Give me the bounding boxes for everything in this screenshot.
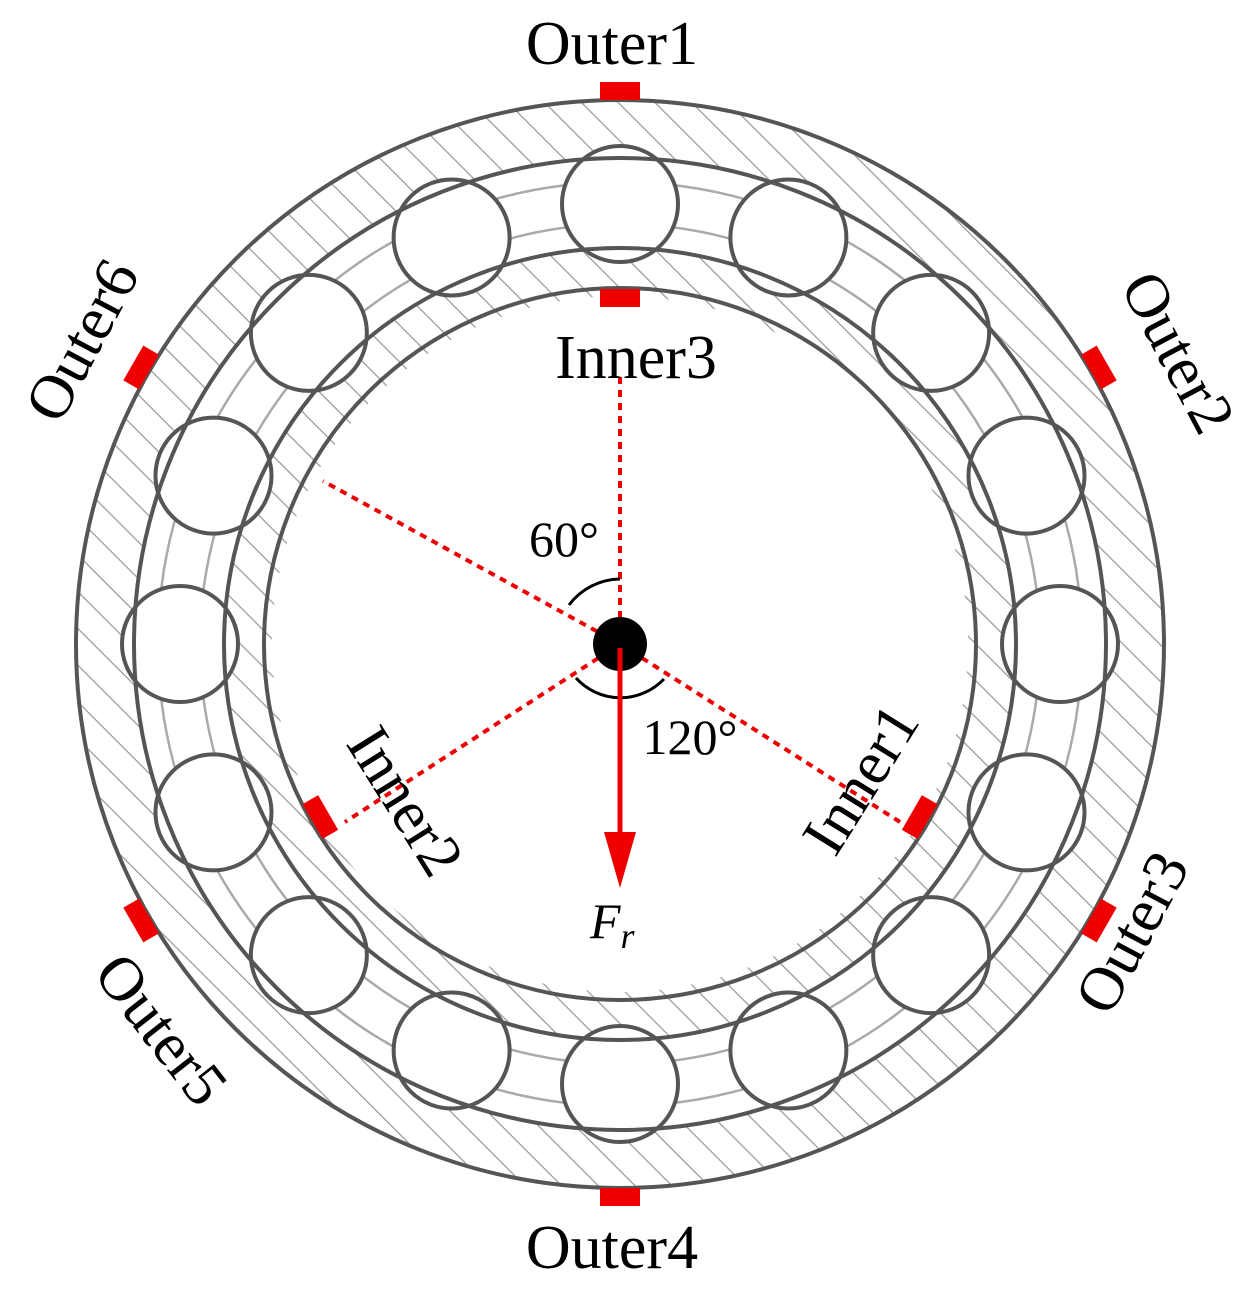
label-outer1: Outer1 xyxy=(526,10,698,78)
label-inner2: Inner2 xyxy=(333,715,476,888)
roller xyxy=(248,895,369,1016)
dash-line-60deg xyxy=(322,479,621,646)
roller xyxy=(728,177,849,298)
label-force-subscript: r xyxy=(621,916,636,956)
roller xyxy=(871,895,992,1016)
label-angle-120: 120° xyxy=(643,709,738,765)
outer-race-inner-edge xyxy=(132,156,1108,1132)
label-inner3: Inner3 xyxy=(555,324,717,392)
outer-sensor-6 xyxy=(123,345,159,390)
label-outer2: Outer2 xyxy=(1107,261,1248,445)
roller xyxy=(391,990,512,1111)
label-outer4: Outer4 xyxy=(526,1214,698,1282)
roller xyxy=(1000,584,1120,704)
roller xyxy=(153,415,274,536)
roller xyxy=(560,1024,680,1144)
roller xyxy=(560,144,680,264)
force-arrow-head xyxy=(604,832,636,888)
rollers-group xyxy=(120,144,1120,1144)
roller xyxy=(728,990,849,1111)
shaft-hub xyxy=(593,617,647,671)
dash-line-inner1 xyxy=(618,642,902,824)
dash-line-inner2 xyxy=(343,642,622,824)
roller xyxy=(871,272,992,393)
roller xyxy=(966,415,1087,536)
inner-sensor-1 xyxy=(901,795,938,839)
roller xyxy=(248,272,369,393)
roller xyxy=(966,752,1087,873)
roller xyxy=(120,584,240,704)
outer-sensor-3 xyxy=(1081,898,1117,943)
inner-sensor-2 xyxy=(302,795,339,839)
roller xyxy=(153,752,274,873)
label-force: Fr xyxy=(589,893,636,956)
inner-sensor-3 xyxy=(600,289,640,307)
inner-race-bore xyxy=(262,286,978,1002)
outer-sensor-5 xyxy=(123,898,159,943)
outer-sensor-1 xyxy=(600,82,640,100)
roller xyxy=(391,177,512,298)
outer-sensor-2 xyxy=(1081,345,1117,390)
inner-race-outer-edge xyxy=(222,246,1018,1042)
angle-arc-60 xyxy=(567,577,621,606)
outer-sensor-4 xyxy=(600,1188,640,1206)
label-force-symbol: F xyxy=(589,893,621,949)
label-angle-60: 60° xyxy=(529,511,599,567)
sensors-group xyxy=(123,82,1117,1206)
